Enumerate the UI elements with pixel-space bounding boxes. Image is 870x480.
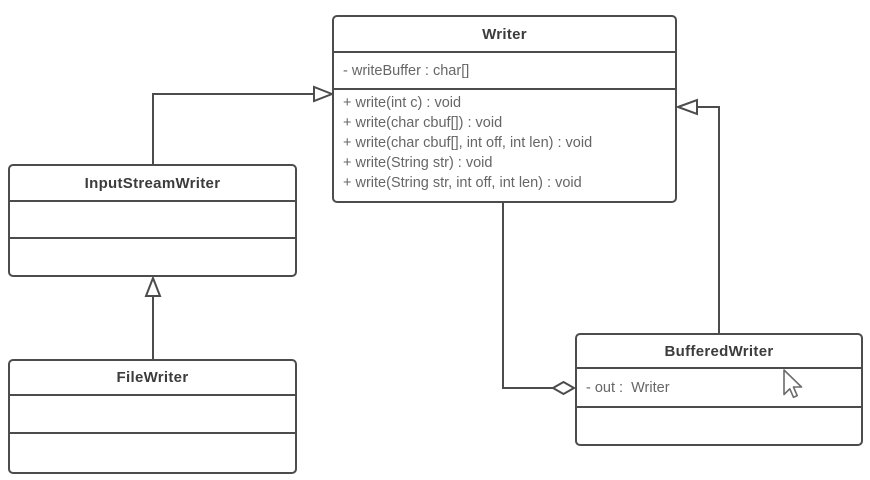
class-bufferedwriter-attributes: - out : Writer [577, 369, 861, 408]
class-writer-title: Writer [334, 17, 675, 53]
attribute: - writeBuffer : char[] [343, 62, 470, 79]
attribute: - out : Writer [586, 379, 670, 396]
mouse-cursor-icon [783, 369, 803, 399]
generalization-inputstreamwriter-writer[interactable] [152, 85, 335, 165]
generalization-bufferedwriter-writer[interactable] [675, 98, 720, 334]
method: + write(int c) : void [343, 95, 462, 111]
method: + write(String str, int off, int len) : … [343, 175, 582, 191]
class-inputstreamwriter-attributes [10, 202, 295, 239]
class-filewriter-attributes [10, 396, 295, 434]
class-bufferedwriter-title: BufferedWriter [577, 335, 861, 369]
generalization-filewriter-inputstreamwriter[interactable] [144, 275, 162, 359]
class-bufferedwriter[interactable]: BufferedWriter - out : Writer [575, 333, 863, 446]
class-filewriter[interactable]: FileWriter [8, 359, 297, 474]
method: + write(String str) : void [343, 155, 493, 171]
class-writer[interactable]: Writer - writeBuffer : char[] + write(in… [332, 15, 677, 203]
method: + write(char cbuf[]) : void [343, 115, 503, 131]
class-inputstreamwriter[interactable]: InputStreamWriter [8, 164, 297, 277]
class-writer-attributes: - writeBuffer : char[] [334, 53, 675, 90]
class-inputstreamwriter-title: InputStreamWriter [10, 166, 295, 202]
aggregation-bufferedwriter-writer[interactable] [502, 202, 577, 396]
method: + write(char cbuf[], int off, int len) :… [343, 135, 593, 151]
class-filewriter-title: FileWriter [10, 361, 295, 396]
class-writer-methods: + write(int c) : void + write(char cbuf[… [334, 90, 675, 201]
